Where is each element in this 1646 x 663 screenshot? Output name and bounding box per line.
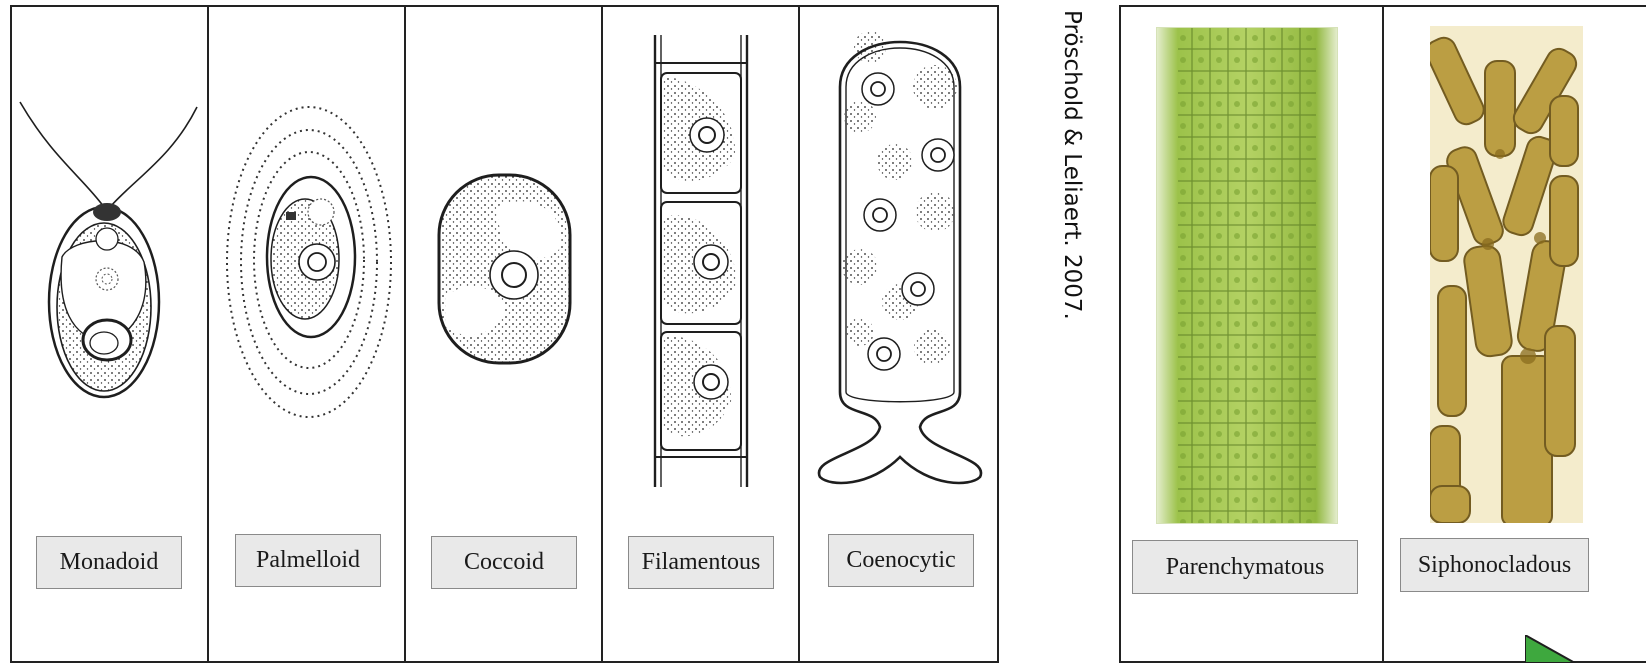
corner-triangle-icon: [1525, 635, 1645, 663]
filamentous-illustration: [603, 7, 798, 527]
coccoid-illustration: [406, 7, 601, 527]
label-filamentous: Filamentous: [628, 536, 774, 589]
filament-cell-2: [661, 202, 741, 324]
palmelloid-illustration: [209, 7, 404, 527]
parenchymatous-micrograph: [1156, 27, 1338, 524]
monadoid-illustration: [12, 7, 207, 527]
coenocytic-illustration: [800, 7, 998, 527]
label-coccoid: Coccoid: [431, 536, 577, 589]
label-siphonocladous: Siphonocladous: [1400, 538, 1589, 592]
flagellum-left-icon: [20, 102, 104, 207]
citation-text: Pröschold & Leliaert. 2007.: [1061, 10, 1085, 390]
filament-cell-3: [661, 332, 741, 450]
label-palmelloid: Palmelloid: [235, 534, 381, 587]
panel-coenocytic: Coenocytic: [798, 5, 999, 663]
label-monadoid: Monadoid: [36, 536, 182, 589]
label-coenocytic: Coenocytic: [828, 534, 974, 587]
label-parenchymatous: Parenchymatous: [1132, 540, 1358, 594]
panel-siphonocladous: Siphonocladous: [1382, 5, 1646, 663]
siphonocladous-micrograph: [1430, 26, 1583, 523]
panel-monadoid: Monadoid: [10, 5, 209, 663]
panel-filamentous: Filamentous: [601, 5, 800, 663]
panel-coccoid: Coccoid: [404, 5, 603, 663]
filament-cell-1: [661, 73, 741, 193]
panel-parenchymatous: Parenchymatous: [1119, 5, 1384, 663]
flagellum-right-icon: [110, 107, 197, 207]
panel-palmelloid: Palmelloid: [207, 5, 406, 663]
